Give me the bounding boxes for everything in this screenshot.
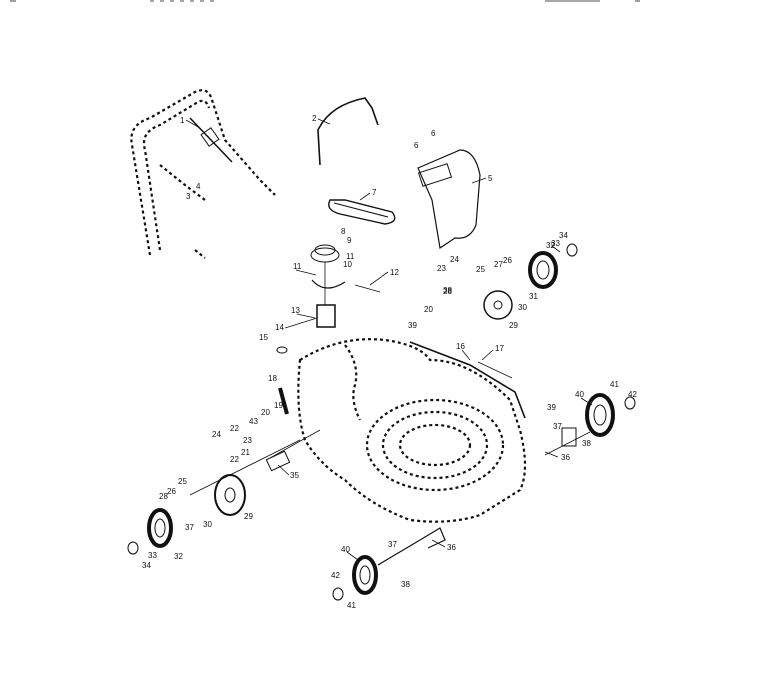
callout-8: 8 <box>341 227 346 236</box>
callout-42a: 42 <box>628 390 637 399</box>
callout-32b: 32 <box>174 552 183 561</box>
callout-38a: 38 <box>443 286 452 295</box>
rear-left-wheel <box>127 474 246 555</box>
callout-4: 4 <box>196 182 201 191</box>
callout-24b: 24 <box>212 430 221 439</box>
callout-28a: 28 <box>443 287 452 296</box>
callout-6a: 6 <box>414 141 419 150</box>
callout-18: 18 <box>268 374 277 383</box>
callout-37b: 37 <box>185 523 194 532</box>
callout-6b: 6 <box>431 129 436 138</box>
callout-37a: 37 <box>553 422 562 431</box>
callout-3: 3 <box>186 192 191 201</box>
callout-35: 35 <box>290 471 299 480</box>
callout-29a: 29 <box>509 321 518 330</box>
callout-39b: 39 <box>547 403 556 412</box>
callout-13: 13 <box>291 306 300 315</box>
callout-26a: 26 <box>503 256 512 265</box>
callout-17: 17 <box>495 344 504 353</box>
callout-33b: 33 <box>148 551 157 560</box>
rear-right-wheel <box>483 243 578 320</box>
callout-38c: 38 <box>401 580 410 589</box>
callout-25b: 25 <box>178 477 187 486</box>
callout-10: 10 <box>343 260 352 269</box>
callout-1: 1 <box>180 116 185 125</box>
callout-labels: 1 2 3 4 5 6 6 7 8 9 10 11 11 12 13 14 15… <box>142 114 637 610</box>
callout-22b: 22 <box>230 455 239 464</box>
callout-38b: 38 <box>582 439 591 448</box>
callout-5: 5 <box>488 174 493 183</box>
callout-36a: 36 <box>561 453 570 462</box>
callout-39a: 39 <box>408 321 417 330</box>
callout-23b: 23 <box>243 436 252 445</box>
discharge-chute <box>417 149 481 250</box>
callout-14: 14 <box>275 323 284 332</box>
callout-43: 43 <box>249 417 258 426</box>
callout-32a: 32 <box>546 241 555 250</box>
callout-29b: 29 <box>244 512 253 521</box>
callout-20a: 20 <box>261 408 270 417</box>
callout-2: 2 <box>312 114 317 123</box>
handle-assembly <box>130 89 276 259</box>
control-cable <box>317 97 379 166</box>
callout-33a: 33 <box>551 239 560 248</box>
rear-baffle-bar <box>409 341 526 419</box>
front-right-wheel <box>544 393 636 456</box>
callout-37c: 37 <box>388 540 397 549</box>
callout-31: 31 <box>529 292 538 301</box>
callout-41b: 41 <box>347 601 356 610</box>
transmission-assembly <box>276 244 381 354</box>
callout-21: 21 <box>241 448 250 457</box>
callout-40b: 40 <box>341 545 350 554</box>
callout-28b: 28 <box>159 492 168 501</box>
callout-27: 27 <box>494 260 503 269</box>
callout-15: 15 <box>259 333 268 342</box>
callout-25a: 25 <box>476 265 485 274</box>
callout-34a: 34 <box>559 231 568 240</box>
callout-40a: 40 <box>575 390 584 399</box>
callout-30a: 30 <box>518 303 527 312</box>
callout-22a: 22 <box>230 424 239 433</box>
callout-11a: 11 <box>293 262 302 271</box>
leader-lines <box>185 118 593 561</box>
callout-11b: 11 <box>346 252 355 261</box>
callout-42b: 42 <box>331 571 340 580</box>
callout-36b: 36 <box>447 543 456 552</box>
front-left-wheel <box>332 527 446 601</box>
callout-19: 19 <box>274 401 283 410</box>
callout-23a: 23 <box>437 264 446 273</box>
callout-41a: 41 <box>610 380 619 389</box>
callout-20b: 20 <box>424 305 433 314</box>
callout-12: 12 <box>390 268 399 277</box>
callout-9: 9 <box>347 236 352 245</box>
rear-axle-assembly <box>189 387 321 496</box>
drive-belt <box>328 199 396 225</box>
callout-30b: 30 <box>203 520 212 529</box>
mower-deck <box>297 338 527 523</box>
callout-26b: 26 <box>167 487 176 496</box>
callout-7: 7 <box>372 188 377 197</box>
callout-16: 16 <box>456 342 465 351</box>
callout-34b: 34 <box>142 561 151 570</box>
callout-24a: 24 <box>450 255 459 264</box>
